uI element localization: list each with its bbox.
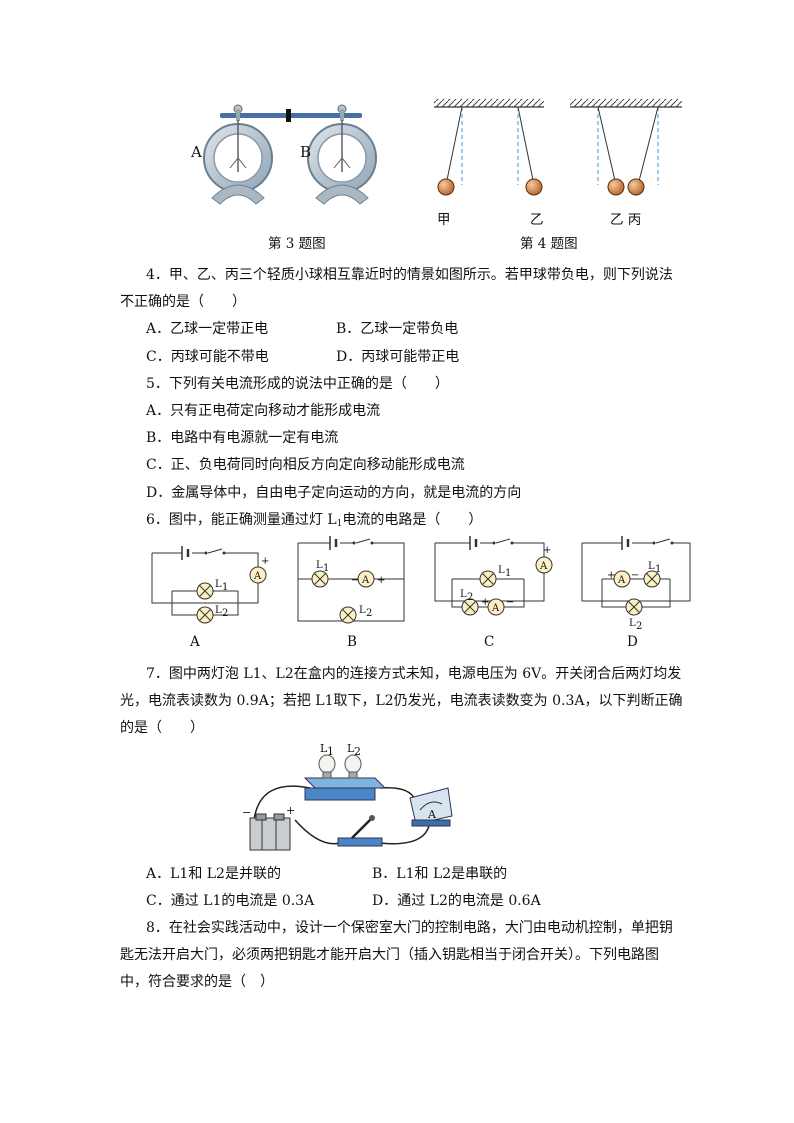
q8-line1: 8．在社会实践活动中，设计一个保密室大门的控制电路，大门由电动机控制，单把钥 <box>146 920 673 936</box>
svg-text:L: L <box>215 605 222 616</box>
svg-text:L: L <box>215 579 222 590</box>
svg-text:A: A <box>253 571 262 582</box>
svg-text:−: − <box>242 806 251 819</box>
svg-text:2: 2 <box>222 608 228 619</box>
svg-text:+: + <box>543 545 551 556</box>
svg-text:+: + <box>286 804 295 817</box>
q5-stem: 5．下列有关电流形成的说法中正确的是（ ） <box>146 376 449 392</box>
svg-text:−: − <box>631 570 639 581</box>
q7-line1: 7．图中两灯泡 L1、L2在盒内的连接方式未知，电源电压为 6V。开关闭合后两灯… <box>146 666 682 682</box>
electroscope-a <box>203 104 273 205</box>
svg-text:L: L <box>320 742 328 755</box>
figure-4-charged-balls <box>434 99 682 196</box>
svg-text:A: A <box>361 575 370 586</box>
fig3-caption: 第 3 题图 <box>268 236 326 252</box>
q4-option-d[interactable]: D．丙球可能带正电 <box>336 349 460 365</box>
svg-text:A: A <box>539 561 548 572</box>
q4-stem-line2: 不正确的是（ ） <box>120 294 246 310</box>
q7-option-a[interactable]: A．L1和 L2是并联的 <box>146 866 281 882</box>
figure-3-electroscopes <box>203 104 377 205</box>
q5-option-a[interactable]: A．只有正电荷定向移动才能形成电流 <box>146 403 381 419</box>
fig3-label-a: A <box>191 143 202 161</box>
fig4-label-jia: 甲 <box>437 212 451 228</box>
svg-text:L: L <box>359 605 366 616</box>
q5-option-d[interactable]: D．金属导体中，自由电子定向运动的方向，就是电流的方向 <box>146 485 522 501</box>
svg-text:2: 2 <box>467 592 473 603</box>
svg-text:L: L <box>347 742 355 755</box>
svg-text:1: 1 <box>222 582 228 593</box>
svg-text:+: + <box>261 556 269 567</box>
q6-label-c: C <box>484 634 495 650</box>
svg-text:L: L <box>648 561 655 572</box>
q6-label-a: A <box>190 634 200 650</box>
q4-option-c[interactable]: C．丙球可能不带电 <box>146 349 269 365</box>
fig4-caption: 第 4 题图 <box>520 236 578 252</box>
svg-text:+: + <box>481 597 489 608</box>
q4-option-b[interactable]: B．乙球一定带负电 <box>336 321 459 337</box>
svg-text:−: − <box>351 575 359 586</box>
svg-text:1: 1 <box>323 563 329 574</box>
svg-text:A: A <box>427 808 437 821</box>
q7-option-b[interactable]: B．L1和 L2是串联的 <box>372 866 508 882</box>
svg-text:L: L <box>629 618 636 629</box>
svg-text:A: A <box>617 575 626 586</box>
svg-text:2: 2 <box>636 621 642 632</box>
q7-option-d[interactable]: D．通过 L2的电流是 0.6A <box>372 893 541 909</box>
svg-text:2: 2 <box>366 608 372 619</box>
svg-text:L: L <box>460 589 467 600</box>
svg-text:1: 1 <box>327 745 334 758</box>
q6-label-b: B <box>347 634 357 650</box>
q8-line3: 中，符合要求的是（ ） <box>120 974 274 990</box>
svg-text:−: − <box>506 597 514 608</box>
q8-line2: 匙无法开启大门，必须两把钥匙才能开启大门（插入钥匙相当于闭合开关）。下列电路图 <box>120 947 659 963</box>
svg-text:A: A <box>491 603 500 614</box>
q4-option-a[interactable]: A．乙球一定带正电 <box>146 321 269 337</box>
svg-text:1: 1 <box>655 564 661 575</box>
svg-text:1: 1 <box>505 568 511 579</box>
svg-text:L: L <box>316 560 323 571</box>
q5-option-b[interactable]: B．电路中有电源就一定有电流 <box>146 430 339 446</box>
electroscope-b <box>307 104 377 205</box>
q6-circuits: .w{stroke:#333;stroke-width:1;fill:none}… <box>151 536 691 632</box>
q7-line3: 的是（ ） <box>120 720 204 736</box>
fig4-label-yibing: 乙 丙 <box>610 212 642 228</box>
q6-stem: 6．图中，能正确测量通过灯 L1电流的电路是（ ） <box>146 512 483 529</box>
svg-text:2: 2 <box>354 745 361 758</box>
fig3-label-b: B <box>300 143 312 161</box>
svg-text:+: + <box>377 575 385 586</box>
q5-option-c[interactable]: C．正、负电荷同时向相反方向定向移动能形成电流 <box>146 457 465 473</box>
svg-text:L: L <box>498 565 505 576</box>
fig4-label-yi: 乙 <box>530 212 544 228</box>
svg-text:+: + <box>607 570 615 581</box>
q7-option-c[interactable]: C．通过 L1的电流是 0.3A <box>146 893 315 909</box>
q4-stem-line1: 4．甲、乙、丙三个轻质小球相互靠近时的情景如图所示。若甲球带负电，则下列说法 <box>146 267 673 283</box>
q7-line2: 光，电流表读数为 0.9A；若把 L1取下，L2仍发光，电流表读数变为 0.3A… <box>120 693 683 709</box>
q6-label-d: D <box>627 634 638 650</box>
